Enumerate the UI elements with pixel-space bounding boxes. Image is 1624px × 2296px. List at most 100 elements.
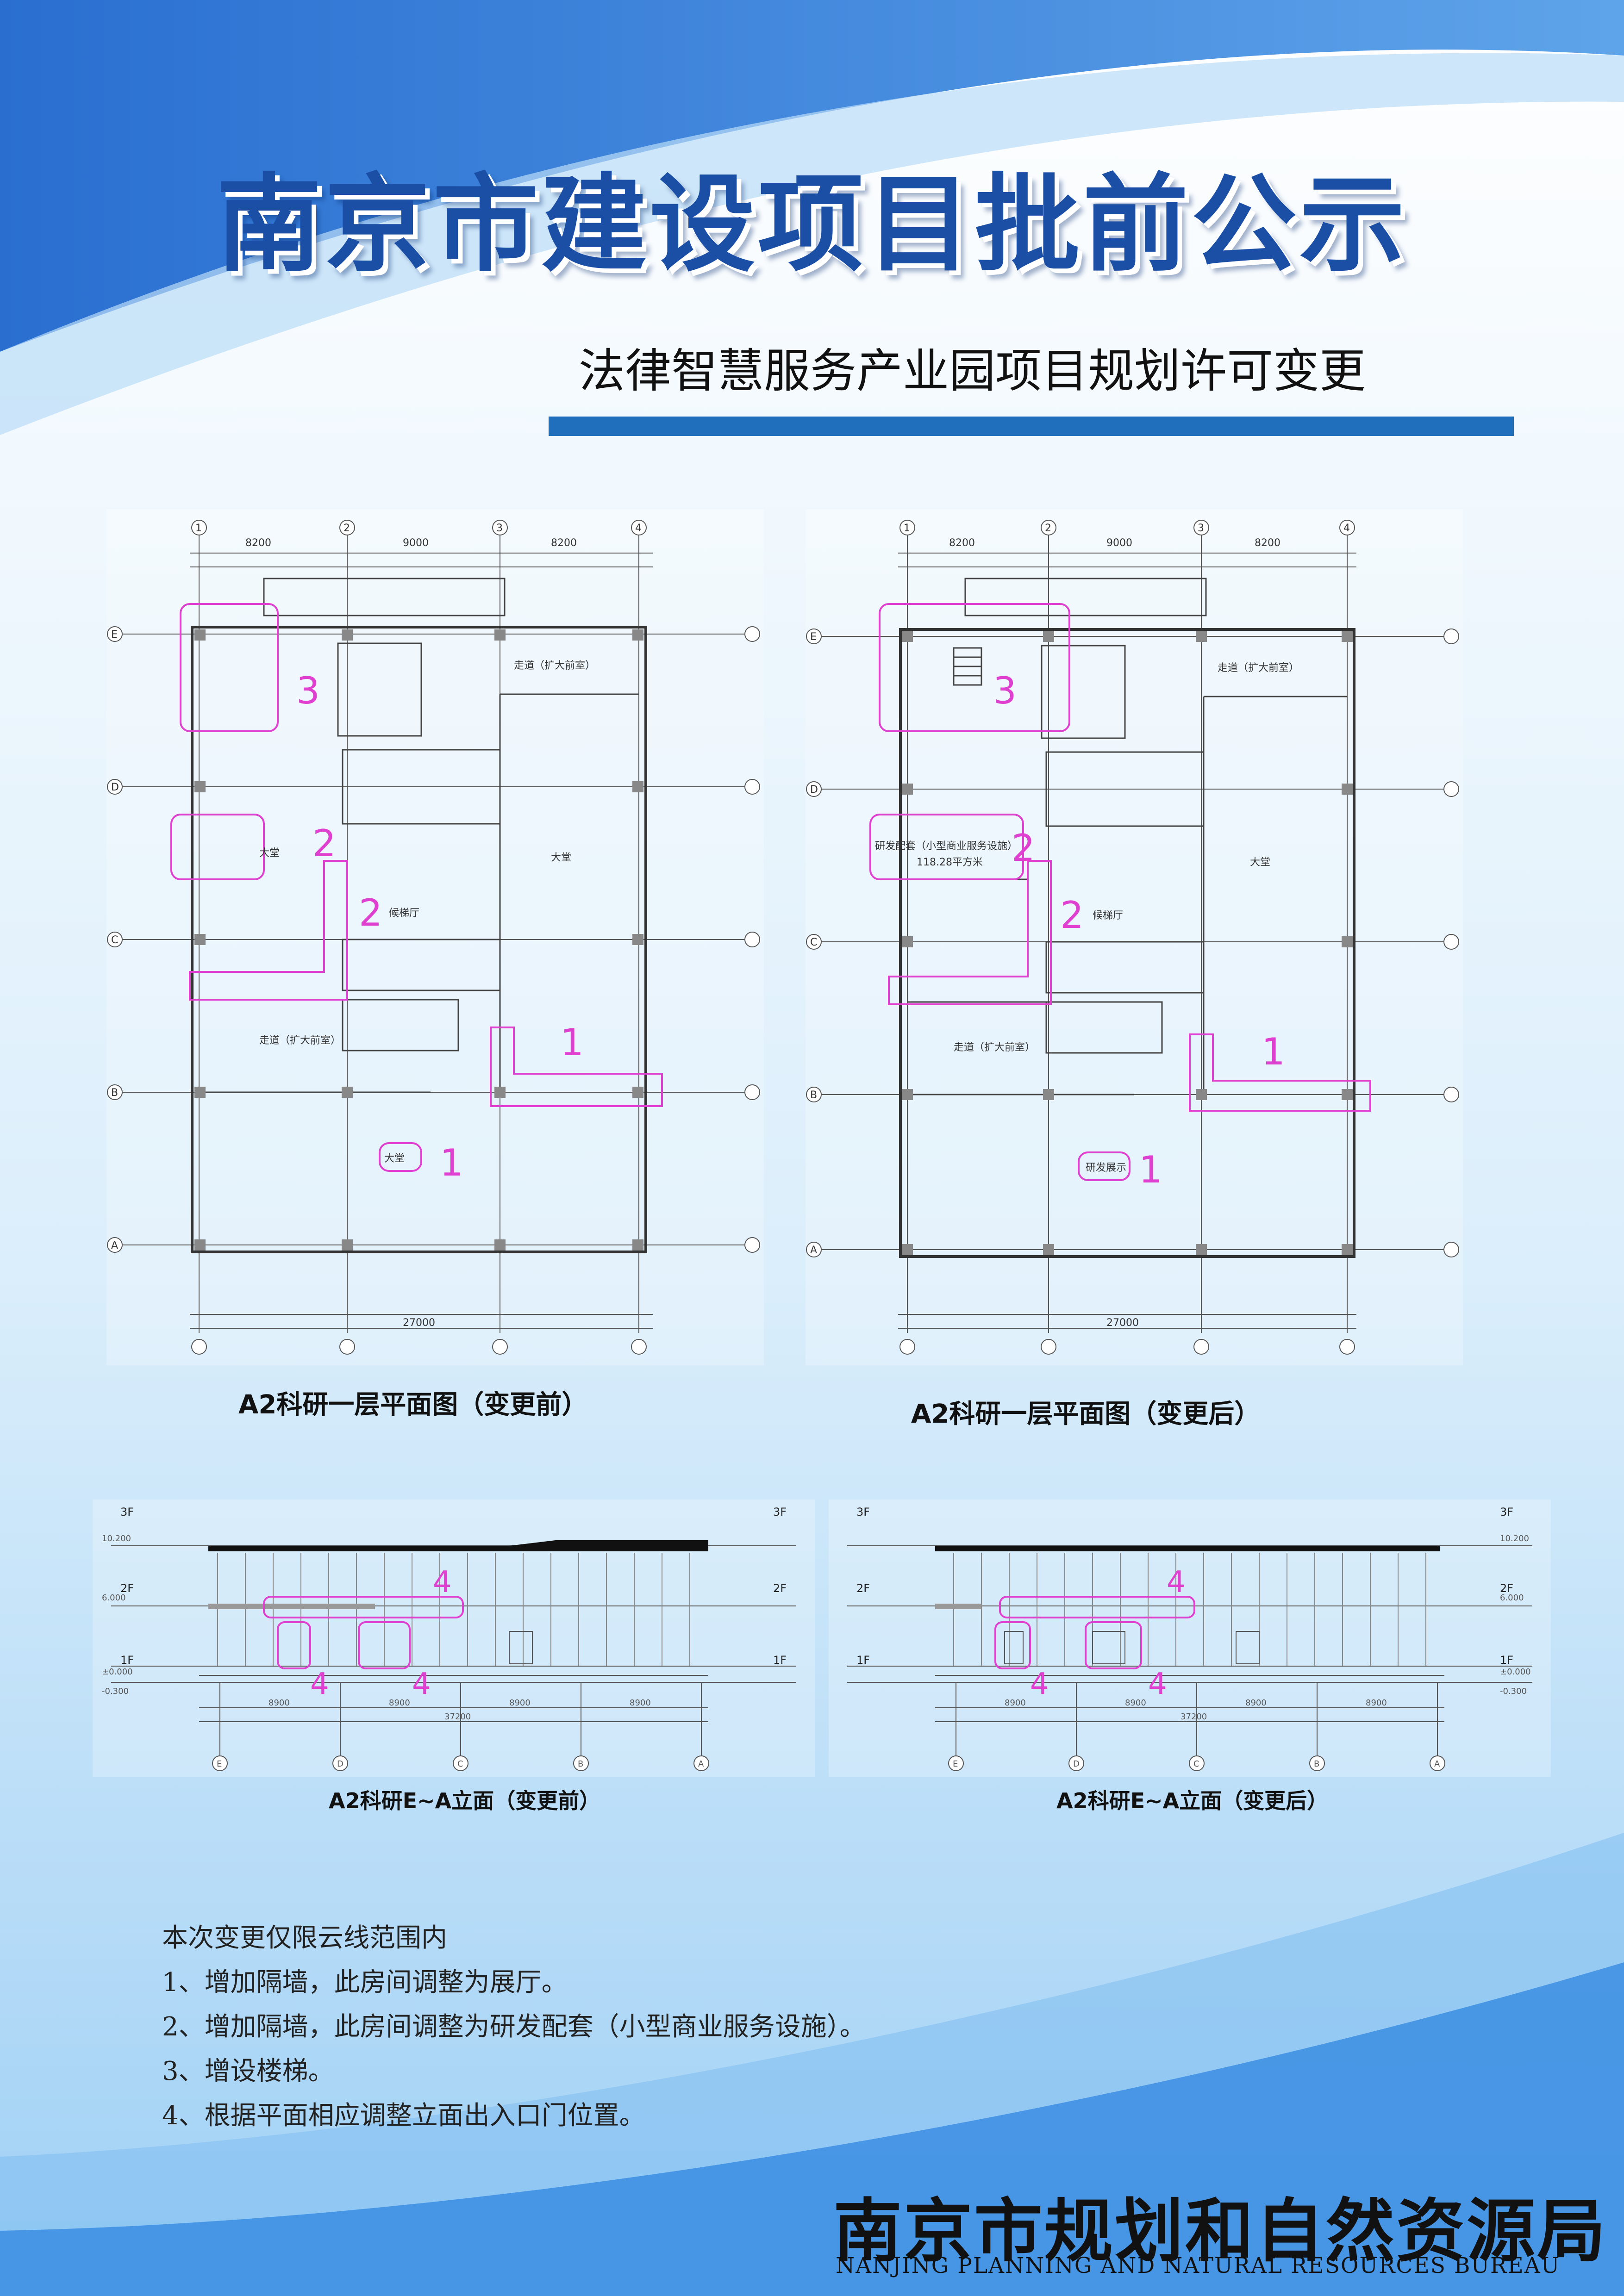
change-notes: 本次变更仅限云线范围内 1、增加隔墙，此房间调整为展厅。 2、增加隔墙，此房间调… (162, 1916, 866, 2138)
cloud-number: 2 (1060, 894, 1084, 937)
elevation-after: 4 4 4 3F 2F 1F 3F 2F 1F 10.200 6.000 ±0.… (829, 1500, 1551, 1777)
cloud-number: 2 (359, 891, 382, 934)
room-label: 候梯厅 (1093, 910, 1123, 921)
axis-label: A (810, 1244, 817, 1256)
note-item: 3、增设楼梯。 (162, 2056, 334, 2086)
cloud-number: 4 (412, 1667, 431, 1701)
axis-label: E (810, 631, 817, 643)
axis-dim: 8200 (551, 537, 577, 549)
note-item: 4、根据平面相应调整立面出入口门位置。 (162, 2101, 645, 2131)
room-label: 大堂 (384, 1153, 405, 1164)
cloud-number: 1 (1262, 1030, 1285, 1073)
elevation-before: 4 4 4 3F 2F 1F 3F 2F 1F 10.200 6.000 ±0.… (93, 1500, 815, 1777)
bureau-name-cn: 南京市规划和自然资源局 (833, 2190, 1607, 2271)
span-dim: 8900 (1366, 1698, 1387, 1708)
elevation-value: 10.200 (1500, 1534, 1529, 1543)
axis-label: D (337, 1759, 344, 1769)
elevation-value: 6.000 (102, 1593, 126, 1603)
axis-dim: 27000 (403, 1317, 435, 1329)
room-label: 大堂 (1250, 857, 1270, 868)
floor-plan-before: 3 2 2 1 1 大堂 大堂 候梯厅 走道（扩大前室） 走道（扩大前室） 大堂… (106, 509, 764, 1365)
cloud-number: 4 (310, 1667, 329, 1701)
axis-label: 2 (344, 523, 350, 534)
level-label: 2F (120, 1582, 134, 1595)
cloud-number: 4 (1030, 1667, 1049, 1701)
plan-after-caption: A2科研一层平面图（变更后） (911, 1399, 1261, 1429)
note-item: 1、增加隔墙，此房间调整为展厅。 (162, 1967, 568, 1997)
room-label: 走道（扩大前室） (954, 1042, 1035, 1053)
axis-label: 4 (1343, 523, 1350, 534)
axis-label: C (111, 934, 118, 946)
room-label: 走道（扩大前室） (259, 1035, 341, 1046)
bureau-name-en: NANJING PLANNING AND NATURAL RESOURCES B… (836, 2253, 1561, 2278)
axis-label: C (457, 1759, 463, 1769)
axis-dim: 8200 (949, 537, 975, 549)
axis-label: 1 (195, 523, 202, 534)
level-label: 1F (773, 1654, 787, 1667)
axis-label: E (217, 1759, 222, 1769)
level-label: 1F (120, 1654, 134, 1667)
level-label: 3F (1500, 1506, 1513, 1518)
axis-label: 1 (904, 523, 910, 534)
cloud-number: 1 (560, 1021, 584, 1064)
elevation-value: 6.000 (1500, 1593, 1524, 1603)
room-label: 大堂 (259, 847, 280, 859)
cloud-number: 4 (433, 1565, 452, 1599)
axis-label: E (111, 629, 118, 641)
cloud-number: 4 (1167, 1565, 1186, 1599)
axis-label: D (1073, 1759, 1080, 1769)
cloud-number: 2 (312, 822, 336, 865)
cloud-number: 1 (440, 1141, 463, 1184)
plan-before-caption: A2科研一层平面图（变更前） (238, 1390, 588, 1420)
axis-label: D (810, 784, 818, 796)
room-label: 研发展示 (1086, 1162, 1126, 1174)
cloud-number: 3 (993, 669, 1017, 712)
axis-label: 2 (1045, 523, 1051, 534)
room-label: 候梯厅 (389, 908, 419, 919)
level-label: 1F (1500, 1654, 1513, 1667)
axis-label: B (810, 1089, 817, 1101)
total-dim: 37200 (1181, 1712, 1207, 1722)
axis-label: 3 (496, 523, 503, 534)
axis-label: A (698, 1759, 704, 1769)
notes-heading: 本次变更仅限云线范围内 (162, 1923, 447, 1953)
axis-label: 4 (635, 523, 642, 534)
room-label: 118.28平方米 (917, 857, 983, 868)
subtitle-underline (549, 417, 1514, 436)
level-label: 2F (773, 1582, 787, 1595)
elevation-value: -0.300 (102, 1686, 129, 1696)
elevation-before-caption: A2科研E~A立面（变更前） (329, 1788, 601, 1813)
elevation-value: 10.200 (102, 1534, 131, 1543)
project-subtitle: 法律智慧服务产业园项目规划许可变更 (579, 344, 1366, 398)
axis-label: A (111, 1240, 118, 1251)
span-dim: 8900 (269, 1698, 290, 1708)
level-label: 2F (1500, 1582, 1513, 1595)
axis-dim: 27000 (1106, 1317, 1139, 1329)
cloud-number: 1 (1139, 1148, 1162, 1191)
axis-label: A (1434, 1759, 1440, 1769)
span-dim: 8900 (1245, 1698, 1267, 1708)
level-label: 3F (120, 1506, 134, 1518)
elevation-value: ±0.000 (102, 1667, 133, 1677)
span-dim: 8900 (1005, 1698, 1026, 1708)
axis-label: B (578, 1759, 583, 1769)
poster-title: 南京市建设项目批前公示 (216, 162, 1408, 286)
axis-label: C (810, 937, 817, 948)
cloud-number: 2 (1012, 827, 1035, 870)
level-label: 3F (856, 1506, 870, 1518)
axis-dim: 8200 (1255, 537, 1280, 549)
span-dim: 8900 (1125, 1698, 1146, 1708)
floor-plan-after: 3 2 2 1 1 研发配套（小型商业服务设施） 118.28平方米 大堂 候梯… (806, 509, 1463, 1365)
level-label: 3F (773, 1506, 787, 1518)
elevation-after-caption: A2科研E~A立面（变更后） (1056, 1788, 1329, 1813)
axis-dim: 8200 (245, 537, 271, 549)
total-dim: 37200 (444, 1712, 471, 1722)
cloud-number: 4 (1148, 1667, 1167, 1701)
axis-label: E (953, 1759, 958, 1769)
axis-label: 3 (1198, 523, 1204, 534)
room-label: 大堂 (551, 852, 571, 864)
span-dim: 8900 (389, 1698, 410, 1708)
span-dim: 8900 (509, 1698, 531, 1708)
room-label: 研发配套（小型商业服务设施） (875, 840, 1018, 852)
elevation-value: ±0.000 (1500, 1667, 1531, 1677)
